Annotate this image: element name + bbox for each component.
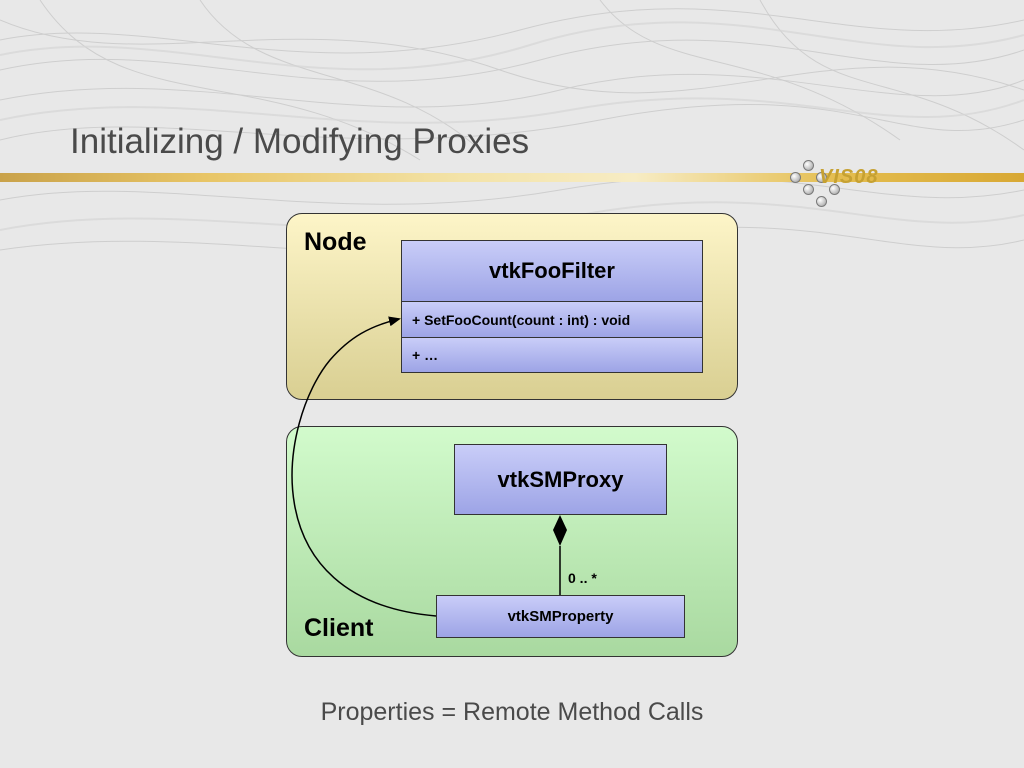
- operation-setfoocount-label: + SetFooCount(count : int) : void: [412, 311, 631, 328]
- vtksmproxy-class: vtkSMProxy: [454, 444, 667, 515]
- vtkfoofilter-class-name: vtkFooFilter: [401, 240, 703, 302]
- composition-diamond: [553, 515, 567, 546]
- operation-setfoocount: + SetFooCount(count : int) : void: [401, 301, 703, 338]
- remote-call-arrow: [291, 316, 437, 617]
- client-label: Client: [304, 614, 374, 642]
- vtkfoofilter-label: vtkFooFilter: [489, 258, 615, 283]
- operation-ellipsis-label: + …: [412, 347, 439, 363]
- vtksmproperty-label: vtkSMProperty: [507, 608, 614, 625]
- multiplicity-label: 0 .. *: [568, 570, 597, 586]
- vtksmproperty-class: vtkSMProperty: [436, 595, 685, 638]
- title-divider-bar: [0, 173, 1024, 182]
- slide-caption: Properties = Remote Method Calls: [320, 698, 704, 726]
- logo-text: VIS08: [819, 166, 879, 188]
- slide-title: Initializing / Modifying Proxies: [70, 122, 530, 161]
- node-label: Node: [304, 228, 367, 256]
- operation-ellipsis: + …: [401, 337, 703, 373]
- vtksmproxy-label: vtkSMProxy: [497, 466, 624, 492]
